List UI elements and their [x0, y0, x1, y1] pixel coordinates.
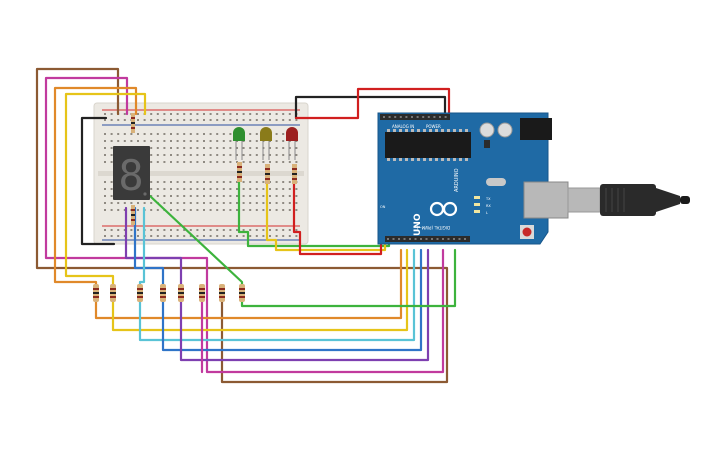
resistor-2[interactable] [110, 284, 116, 302]
power-jack[interactable] [520, 118, 552, 140]
analog-label: ANALOG IN [392, 124, 414, 129]
rx-label: RX [486, 204, 491, 208]
top-header [380, 114, 450, 120]
wire-orange-run [94, 248, 403, 320]
seven-segment-display[interactable]: 8 [113, 146, 150, 200]
wires [35, 67, 457, 384]
wire-green-led [237, 168, 391, 248]
decimal-point [143, 192, 147, 196]
arduino-uno-board[interactable]: ARDUINO UNO DIGITAL (PWM~) ANALOG IN POW… [377, 112, 569, 245]
led-resistor-green[interactable] [237, 162, 242, 182]
resistor-1[interactable] [93, 284, 99, 302]
display-resistor-top[interactable] [131, 113, 135, 133]
reset-button[interactable] [522, 227, 532, 237]
capacitor-2 [497, 122, 513, 138]
wire-cyan-run [138, 248, 416, 342]
display-resistor-bottom[interactable] [131, 205, 135, 225]
wire-blue-bottom [133, 206, 165, 294]
crystal [486, 178, 506, 186]
resistor-row [93, 284, 245, 302]
wire-red-5v [294, 87, 451, 120]
display-digit: 8 [118, 151, 143, 200]
infinity-logo-icon [429, 201, 458, 217]
resistor-5[interactable] [178, 284, 184, 302]
capacitor-1 [479, 122, 495, 138]
wire-purple-bottom [124, 206, 183, 294]
wire-black-gnd [294, 95, 447, 120]
wire-red-led [292, 173, 383, 256]
led-resistor-red[interactable] [292, 164, 297, 184]
led-yellow[interactable] [260, 127, 272, 160]
resistor-7[interactable] [219, 284, 225, 302]
wire-black-left [80, 116, 116, 246]
wire-yellow-led [265, 173, 387, 252]
resistor-6[interactable] [199, 284, 205, 302]
wire-green-run [240, 248, 457, 308]
icsp-header [484, 140, 490, 148]
atmega-chip [385, 132, 471, 158]
usb-cable-icon[interactable] [567, 184, 690, 216]
wire-orange-top [53, 86, 138, 292]
led-resistor-yellow[interactable] [265, 164, 270, 184]
led-red[interactable] [286, 127, 298, 160]
arduino-model: UNO [413, 213, 423, 236]
tx-label: TX [485, 197, 491, 201]
wire-yellow-top [64, 92, 147, 292]
on-label: ON [380, 205, 386, 209]
digital-label: DIGITAL (PWM~) [416, 225, 450, 230]
wire-yellow-run [111, 248, 409, 332]
wire-blue-run [161, 248, 423, 352]
wire-brown-top [35, 67, 449, 384]
usb-socket[interactable] [523, 181, 569, 219]
l-label: L [486, 211, 488, 215]
resistor-3[interactable] [137, 284, 143, 302]
led-green[interactable] [233, 127, 245, 160]
resistor-8[interactable] [239, 284, 245, 302]
power-label: POWER [426, 124, 441, 129]
arduino-brand: ARDUINO [454, 168, 460, 192]
resistor-4[interactable] [160, 284, 166, 302]
